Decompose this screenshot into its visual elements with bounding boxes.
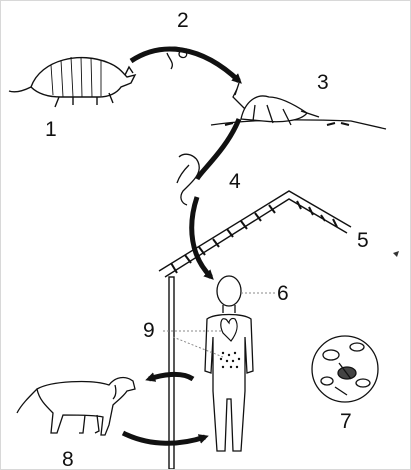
label-9: 9 [143, 320, 155, 341]
arrow-to-human [192, 197, 211, 277]
label-1: 1 [45, 119, 57, 140]
dog-icon [17, 378, 135, 435]
house-roof-icon [159, 191, 351, 469]
label-4: 4 [229, 171, 241, 192]
label-6: 6 [277, 283, 289, 304]
arrow-dog-to-human [123, 433, 205, 443]
label-7: 7 [340, 411, 352, 432]
label-3: 3 [317, 72, 329, 93]
label-8: 8 [62, 449, 74, 470]
armadillo-icon [9, 57, 135, 107]
label-2: 2 [177, 10, 189, 31]
speck-mark [393, 251, 399, 257]
label-5: 5 [357, 230, 369, 251]
human-icon [205, 276, 253, 451]
tissue-section-icon [312, 336, 378, 402]
